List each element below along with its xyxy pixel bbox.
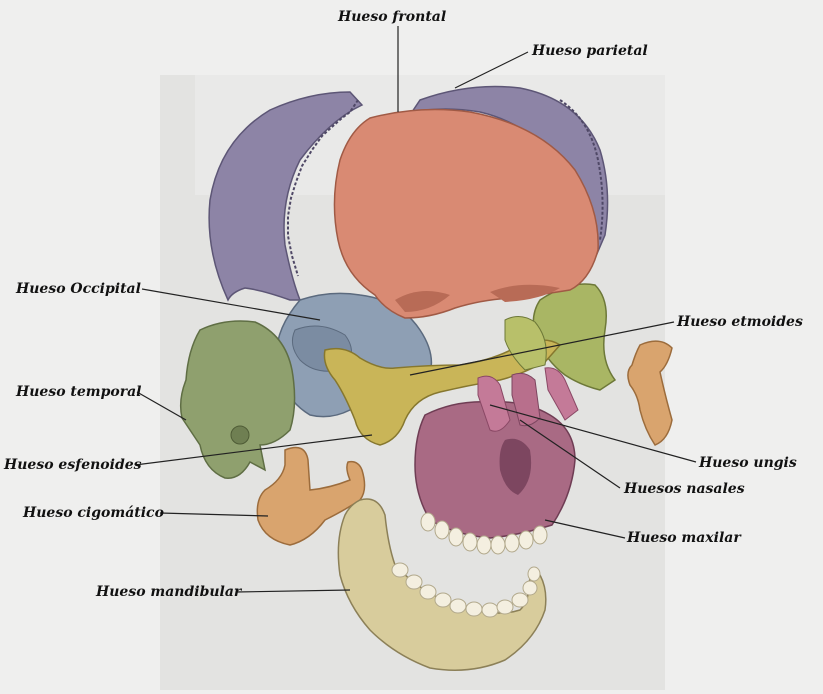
label-etmoides: Hueso etmoides — [677, 314, 803, 330]
zygomatic-bone-right — [627, 340, 673, 446]
label-parietal: Hueso parietal — [532, 43, 648, 59]
leader-temporal — [136, 391, 187, 421]
label-ungis: Hueso ungis — [699, 455, 797, 471]
parietal-bone-right-suture — [559, 99, 604, 241]
label-occipital: Hueso Occipital — [16, 281, 141, 297]
lacrimal-bone-right — [544, 367, 579, 421]
sphenoid-bone — [323, 339, 562, 446]
label-frontal: Hueso frontal — [338, 9, 447, 25]
leader-mandibular — [235, 589, 351, 593]
leader-etmoides — [409, 321, 675, 376]
leader-parietal — [454, 51, 529, 89]
leader-esfenoides — [134, 434, 373, 466]
leader-cigomatico — [159, 512, 269, 517]
lower-teeth — [391, 562, 541, 618]
label-mandibular: Hueso mandibular — [96, 584, 242, 600]
leader-nasales — [519, 419, 621, 489]
parietal-bone-left — [208, 91, 364, 302]
leader-occipital — [141, 288, 321, 321]
temporal-bone — [179, 320, 296, 479]
label-cigomatico: Hueso cigomático — [23, 505, 164, 521]
label-maxilar: Hueso maxilar — [627, 530, 741, 546]
label-esfenoides: Hueso esfenoides — [4, 457, 142, 473]
label-nasales: Huesos nasales — [624, 481, 745, 497]
label-temporal: Hueso temporal — [16, 384, 142, 400]
temporal-ear-canal — [230, 425, 250, 445]
parietal-bone-left-suture — [287, 99, 359, 277]
frontal-bone-orbit-right — [490, 284, 560, 302]
lacrimal-bone — [477, 375, 511, 432]
upper-teeth — [420, 512, 548, 555]
leader-ungis — [489, 404, 697, 463]
leader-maxilar — [544, 519, 626, 539]
maxilla-cavity — [499, 438, 532, 495]
frontal-bone-orbit-left — [395, 291, 450, 312]
leader-lines — [134, 26, 697, 593]
